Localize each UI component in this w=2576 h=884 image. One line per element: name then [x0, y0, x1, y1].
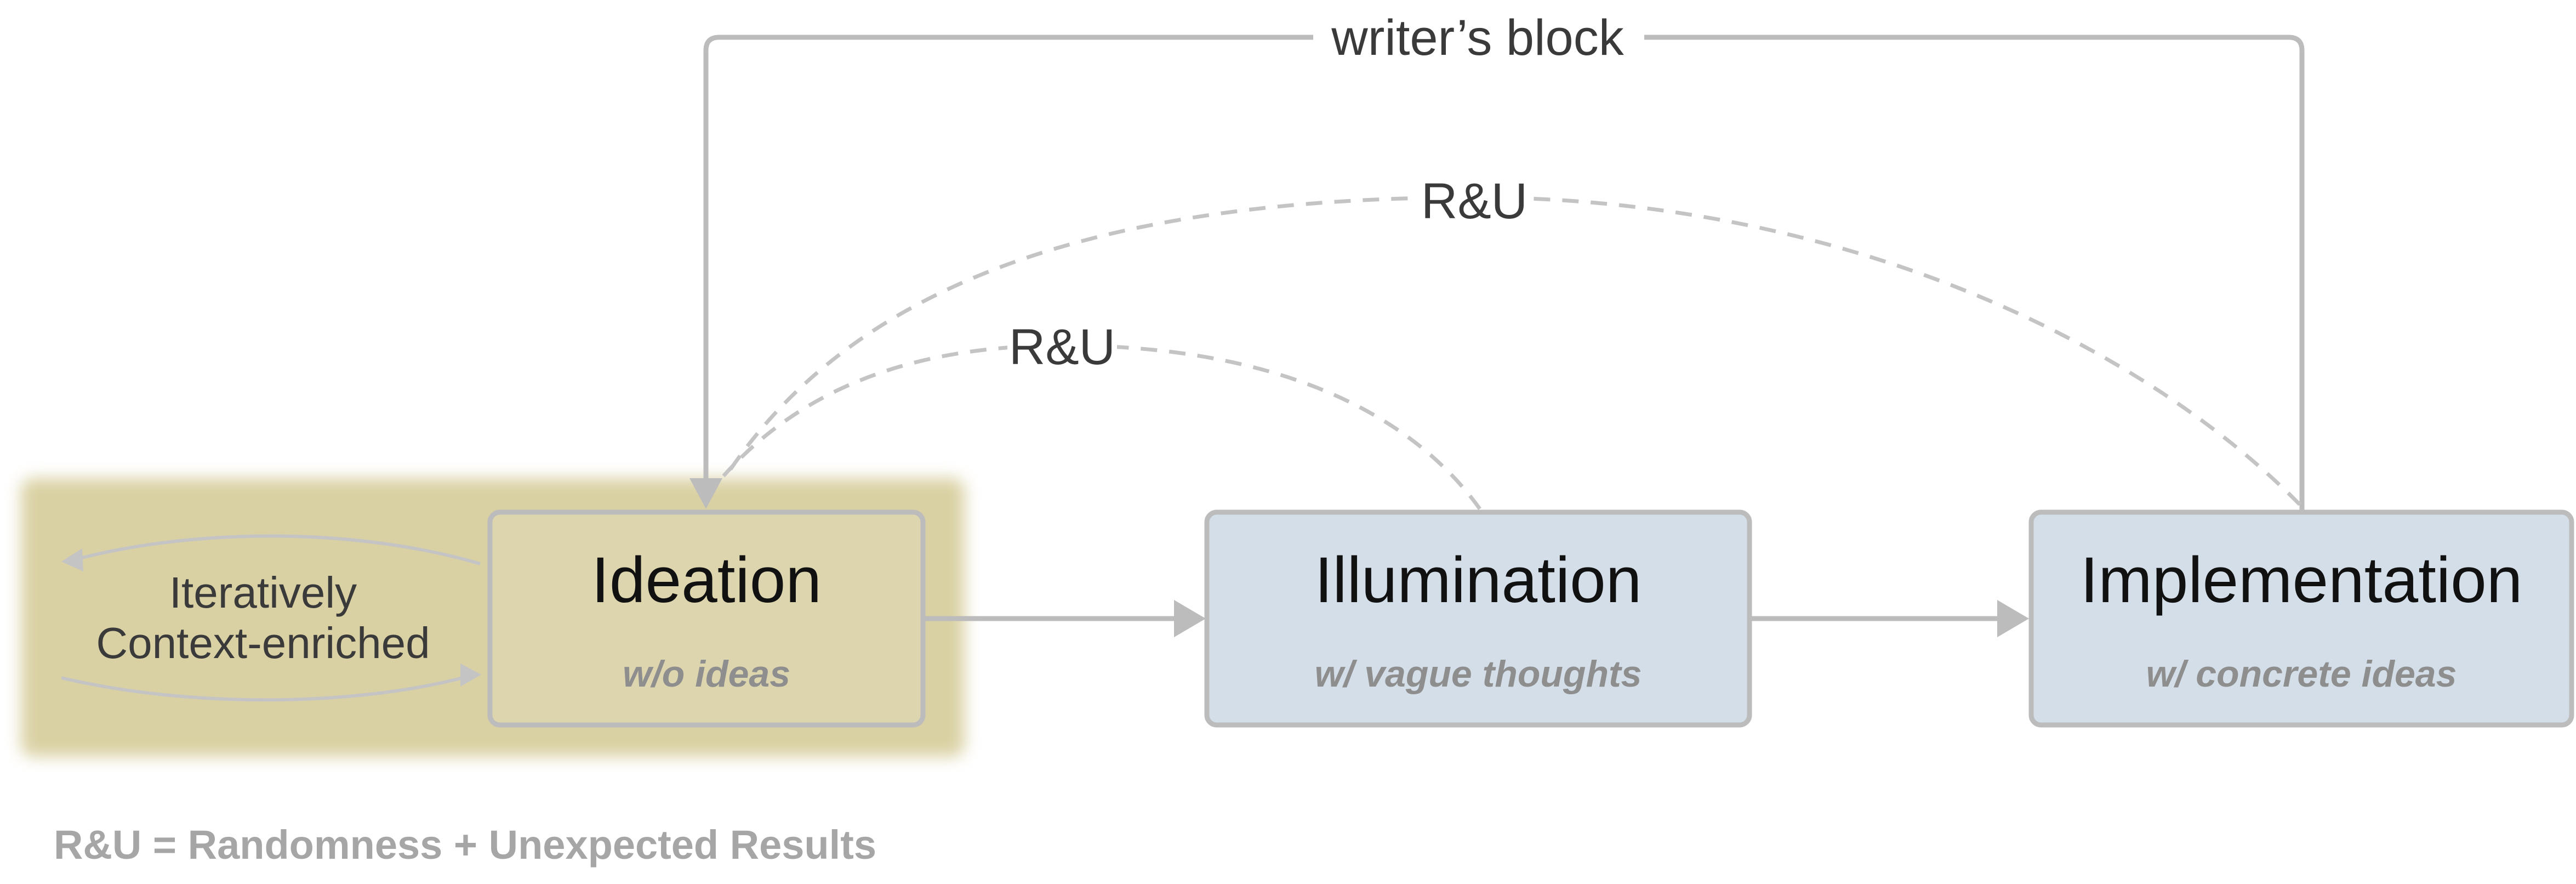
writers-block-label-bg: [1313, 8, 1644, 68]
dashed-outer-label-bg: [1420, 167, 1529, 228]
node-ideation-box: [487, 509, 926, 728]
loop-arrow-top: [75, 534, 481, 565]
dashed-outer-label: R&U: [1421, 173, 1528, 229]
dashed-inner-edge: [722, 343, 1481, 511]
node-illumination-box: [1204, 509, 1752, 728]
node-implementation-box: [2028, 509, 2574, 728]
arrow-illumination-to-implementation-head: [1997, 600, 2029, 637]
node-ideation: Ideation w/o ideas: [487, 509, 926, 728]
loop-arrow-bottom: [61, 675, 468, 702]
node-illumination-title: Illumination: [1315, 544, 1642, 616]
node-illumination: Illumination w/ vague thoughts: [1204, 509, 1752, 728]
writers-block-edge: [703, 35, 2305, 511]
loop-label-line2: Context-enriched: [96, 619, 430, 667]
writers-block-arrowhead: [689, 478, 722, 509]
dashed-inner-label-bg: [1007, 315, 1117, 376]
node-implementation: Implementation w/ concrete ideas: [2028, 509, 2574, 728]
loop-arrow-top-head: [61, 548, 83, 571]
node-implementation-title: Implementation: [2081, 544, 2523, 616]
node-ideation-title: Ideation: [591, 544, 822, 616]
loop-arrow-bottom-head: [460, 664, 481, 687]
node-illumination-subtitle: w/ vague thoughts: [1315, 653, 1642, 695]
dashed-inner-label: R&U: [1009, 319, 1115, 375]
loop-label-line1: Iteratively: [169, 568, 357, 617]
arrow-ideation-to-illumination-head: [1174, 600, 1206, 637]
writers-block-label: writer’s block: [1331, 10, 1624, 66]
node-ideation-subtitle: w/o ideas: [623, 653, 790, 695]
dashed-outer-edge: [727, 195, 2301, 506]
node-implementation-subtitle: w/ concrete ideas: [2146, 653, 2457, 695]
legend-text: R&U = Randomness + Unexpected Results: [54, 822, 876, 868]
